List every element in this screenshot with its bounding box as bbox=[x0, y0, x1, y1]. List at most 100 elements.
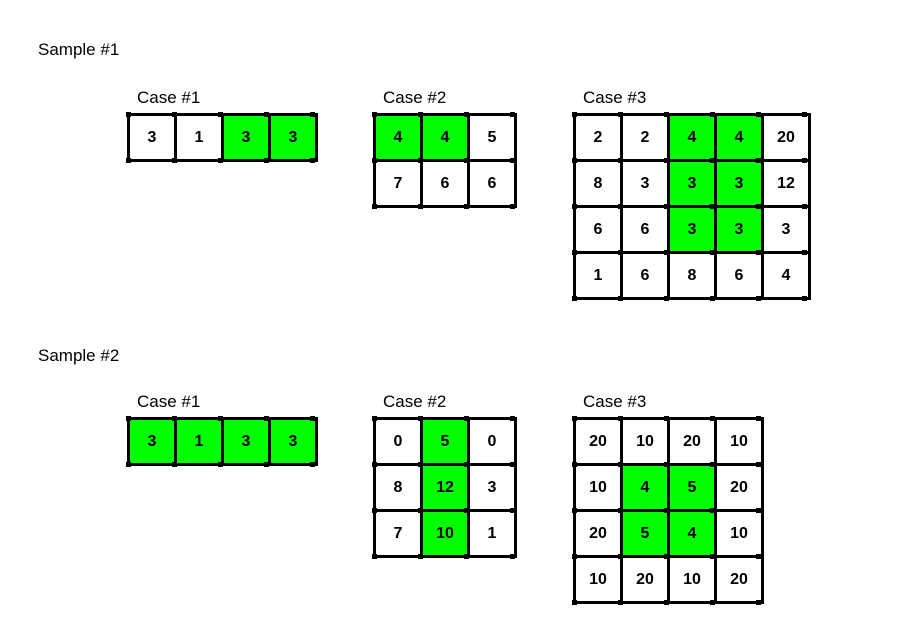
grid-cell: 5 bbox=[467, 113, 517, 162]
grid-intersection-dot bbox=[802, 204, 807, 209]
grid-cell-highlighted: 3 bbox=[127, 417, 177, 466]
grid-intersection-dot bbox=[264, 158, 269, 163]
grid-intersection-dot bbox=[464, 204, 469, 209]
grid-cell: 20 bbox=[667, 417, 717, 466]
grid-intersection-dot bbox=[218, 112, 223, 117]
grid-intersection-dot bbox=[264, 112, 269, 117]
case-title: Case #1 bbox=[137, 392, 201, 411]
grid-intersection-dot bbox=[756, 554, 761, 559]
grid-intersection-dot bbox=[618, 250, 623, 255]
grid-intersection-dot bbox=[756, 600, 761, 605]
grid-intersection-dot bbox=[710, 296, 715, 301]
grid-intersection-dot bbox=[126, 462, 131, 467]
grid-intersection-dot bbox=[218, 462, 223, 467]
grid-cell-highlighted: 5 bbox=[420, 417, 470, 466]
sample-title: Sample #2 bbox=[38, 346, 120, 365]
grid-cell: 6 bbox=[714, 251, 764, 300]
grid-intersection-dot bbox=[756, 112, 761, 117]
grid-intersection-dot bbox=[418, 462, 423, 467]
grid-intersection-dot bbox=[418, 158, 423, 163]
grid-cell: 1 bbox=[174, 113, 224, 162]
grid-intersection-dot bbox=[126, 158, 131, 163]
grid-cell-highlighted: 5 bbox=[620, 509, 670, 558]
grid-cell: 6 bbox=[420, 159, 470, 208]
grid-intersection-dot bbox=[618, 508, 623, 513]
grid-intersection-dot bbox=[710, 554, 715, 559]
case-title: Case #1 bbox=[137, 88, 201, 107]
grid-intersection-dot bbox=[418, 508, 423, 513]
grid-intersection-dot bbox=[756, 158, 761, 163]
grid-cell: 8 bbox=[373, 463, 423, 512]
grid-cell: 1 bbox=[467, 509, 517, 558]
grid-cell: 7 bbox=[373, 159, 423, 208]
grid-intersection-dot bbox=[418, 204, 423, 209]
grid-cell: 1 bbox=[573, 251, 623, 300]
grid-intersection-dot bbox=[510, 204, 515, 209]
grid-intersection-dot bbox=[664, 600, 669, 605]
grid-intersection-dot bbox=[372, 112, 377, 117]
grid-cell: 3 bbox=[127, 113, 177, 162]
grid-intersection-dot bbox=[572, 508, 577, 513]
grid-intersection-dot bbox=[664, 112, 669, 117]
grid-cell: 3 bbox=[467, 463, 517, 512]
grid-intersection-dot bbox=[710, 158, 715, 163]
grid-cell-highlighted: 3 bbox=[667, 159, 717, 208]
grid-intersection-dot bbox=[802, 296, 807, 301]
grid-cell-highlighted: 4 bbox=[373, 113, 423, 162]
grid-intersection-dot bbox=[664, 462, 669, 467]
grid-intersection-dot bbox=[664, 250, 669, 255]
grid-cell: 6 bbox=[620, 251, 670, 300]
grid-intersection-dot bbox=[418, 112, 423, 117]
grid-cell-highlighted: 10 bbox=[420, 509, 470, 558]
grid-intersection-dot bbox=[372, 462, 377, 467]
grid-cell-highlighted: 4 bbox=[420, 113, 470, 162]
grid-cell: 6 bbox=[467, 159, 517, 208]
grid-intersection-dot bbox=[572, 112, 577, 117]
grid-cell: 10 bbox=[667, 555, 717, 604]
grid-cell-highlighted: 3 bbox=[268, 113, 318, 162]
case-title: Case #3 bbox=[583, 88, 647, 107]
grid-intersection-dot bbox=[756, 204, 761, 209]
grid-intersection-dot bbox=[618, 462, 623, 467]
grid-cell: 7 bbox=[373, 509, 423, 558]
grid-intersection-dot bbox=[510, 112, 515, 117]
grid-cell: 10 bbox=[714, 417, 764, 466]
grid-intersection-dot bbox=[572, 158, 577, 163]
grid-intersection-dot bbox=[710, 250, 715, 255]
grid-intersection-dot bbox=[618, 554, 623, 559]
grid-intersection-dot bbox=[572, 600, 577, 605]
grid-intersection-dot bbox=[510, 508, 515, 513]
grid-cell: 10 bbox=[620, 417, 670, 466]
grid-intersection-dot bbox=[372, 416, 377, 421]
grid-intersection-dot bbox=[172, 158, 177, 163]
grid-intersection-dot bbox=[264, 416, 269, 421]
grid-intersection-dot bbox=[756, 416, 761, 421]
grid-cell: 2 bbox=[620, 113, 670, 162]
grid-intersection-dot bbox=[618, 112, 623, 117]
grid-cell-highlighted: 3 bbox=[221, 417, 271, 466]
grid-intersection-dot bbox=[664, 416, 669, 421]
grid-intersection-dot bbox=[372, 554, 377, 559]
grid-cell: 20 bbox=[714, 555, 764, 604]
grid-intersection-dot bbox=[126, 112, 131, 117]
grid-intersection-dot bbox=[464, 416, 469, 421]
grid-cell: 10 bbox=[714, 509, 764, 558]
grid-intersection-dot bbox=[264, 462, 269, 467]
grid-cell: 8 bbox=[667, 251, 717, 300]
grid-intersection-dot bbox=[710, 600, 715, 605]
grid-intersection-dot bbox=[710, 462, 715, 467]
grid-intersection-dot bbox=[802, 112, 807, 117]
grid-cell-highlighted: 1 bbox=[174, 417, 224, 466]
grid-intersection-dot bbox=[756, 296, 761, 301]
